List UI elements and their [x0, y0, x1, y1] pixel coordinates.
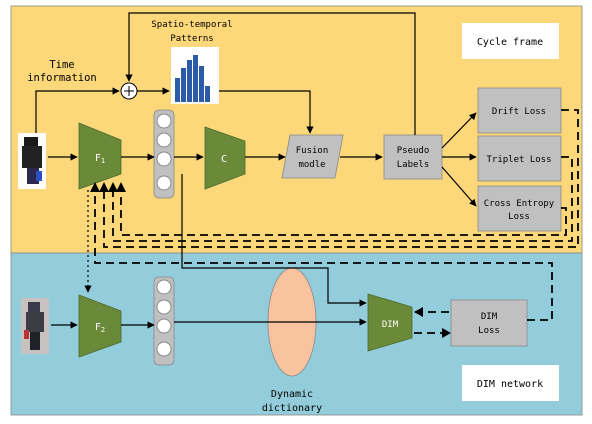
pseudo-label-2: Labels — [397, 160, 430, 170]
encoder-f2-label: F2 — [95, 322, 105, 334]
pseudo-label-1: Pseudo — [397, 146, 430, 156]
time-label-2: information — [27, 72, 97, 84]
encoder-f1-label: F1 — [95, 153, 105, 165]
pseudo-labels — [383, 134, 443, 180]
dim-label: DIM — [382, 320, 399, 330]
dim-module — [367, 293, 413, 352]
spatio-temporal-histogram — [171, 47, 219, 104]
person-image-bottom — [21, 298, 49, 354]
fusion-module — [281, 134, 344, 179]
triplet-loss-label: Triplet Loss — [486, 155, 551, 165]
fusion-label-1: Fusion — [296, 146, 329, 156]
cycle-frame-label: Cycle frame — [477, 37, 543, 48]
dim-loss-box — [450, 299, 528, 347]
dim-network-label: DIM network — [477, 379, 543, 390]
feature-vector-bottom — [153, 276, 175, 366]
cross-entropy-loss-box — [477, 185, 562, 232]
triplet-loss-box — [477, 135, 562, 182]
cross-entropy-label-1: Cross Entropy — [484, 199, 555, 209]
st-label-2: Patterns — [170, 34, 213, 44]
dim-loss-label-1: DIM — [481, 312, 498, 322]
classifier-c-label: C — [221, 154, 227, 165]
cycle-frame-label-box — [462, 23, 559, 59]
feature-vector-top — [153, 109, 175, 199]
dim-loss-label-2: Loss — [478, 326, 500, 336]
encoder-f1 — [78, 122, 122, 190]
fusion-label-2: modle — [298, 160, 325, 170]
classifier-c — [204, 126, 246, 190]
person-image-top — [18, 133, 46, 189]
cross-entropy-label-2: Loss — [508, 212, 530, 222]
encoder-f2 — [78, 294, 122, 358]
dictionary-label-1: Dynamic — [271, 389, 313, 400]
connections — [35, 12, 477, 329]
time-label-1: Time — [49, 59, 74, 71]
dim-network-label-box — [462, 365, 559, 401]
st-label-1: Spatio-temporal — [151, 20, 232, 30]
dashed-arrowheads — [90, 182, 451, 338]
drift-loss-label: Drift Loss — [492, 107, 546, 117]
drift-loss-box — [477, 87, 562, 134]
plus-icon — [120, 82, 138, 100]
dictionary-label-2: dictionary — [262, 403, 322, 414]
